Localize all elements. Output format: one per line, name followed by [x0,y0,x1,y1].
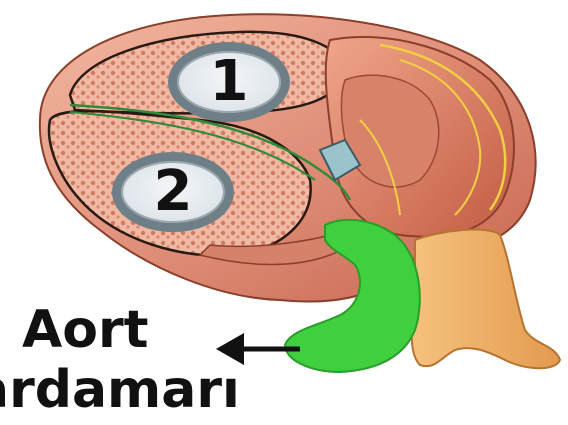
marker-1-number: 1 [210,54,249,110]
marker-1: 1 [168,42,290,122]
marker-2: 2 [112,152,234,232]
marker-2-number: 2 [154,164,193,220]
aorta-label-line1: Aort [22,300,148,360]
aorta-label-line2: ardamarı [0,360,240,420]
pulmonary-trunk [412,230,560,369]
